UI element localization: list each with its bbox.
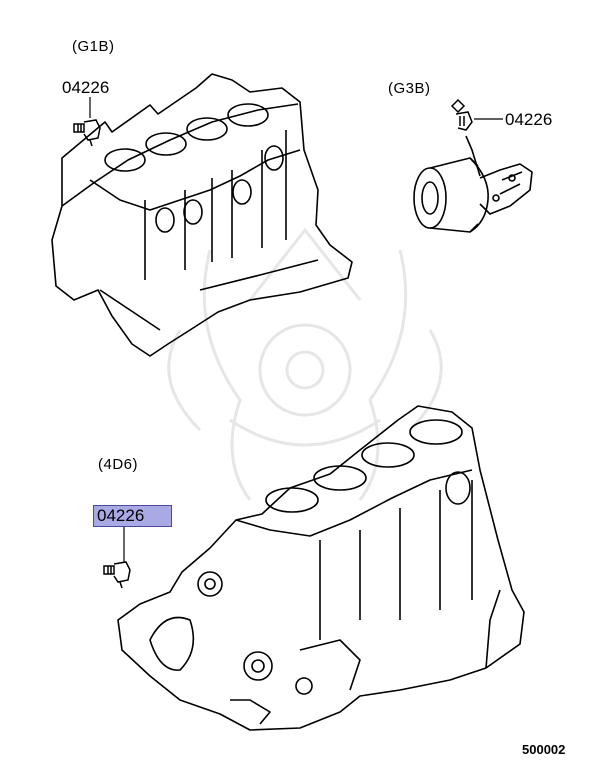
section-label-g3b: (G3B) [388, 80, 431, 97]
part-number-4d6-highlighted[interactable]: 04226 [93, 505, 172, 527]
g1b-sensor [73, 119, 101, 147]
g3b-oil-filter [413, 135, 533, 233]
section-label-4d6: (4D6) [98, 456, 139, 473]
4d6-engine-block [117, 405, 525, 731]
g3b-sensor [450, 98, 473, 131]
section-label-g1b: (G1B) [72, 38, 115, 55]
g1b-engine-block [51, 73, 353, 357]
part-number-g3b[interactable]: 04226 [505, 110, 553, 129]
4d6-sensor [103, 561, 131, 589]
figure-number: 500002 [522, 742, 566, 757]
watermark-emblem [167, 227, 443, 501]
part-number-g1b[interactable]: 04226 [62, 78, 110, 97]
